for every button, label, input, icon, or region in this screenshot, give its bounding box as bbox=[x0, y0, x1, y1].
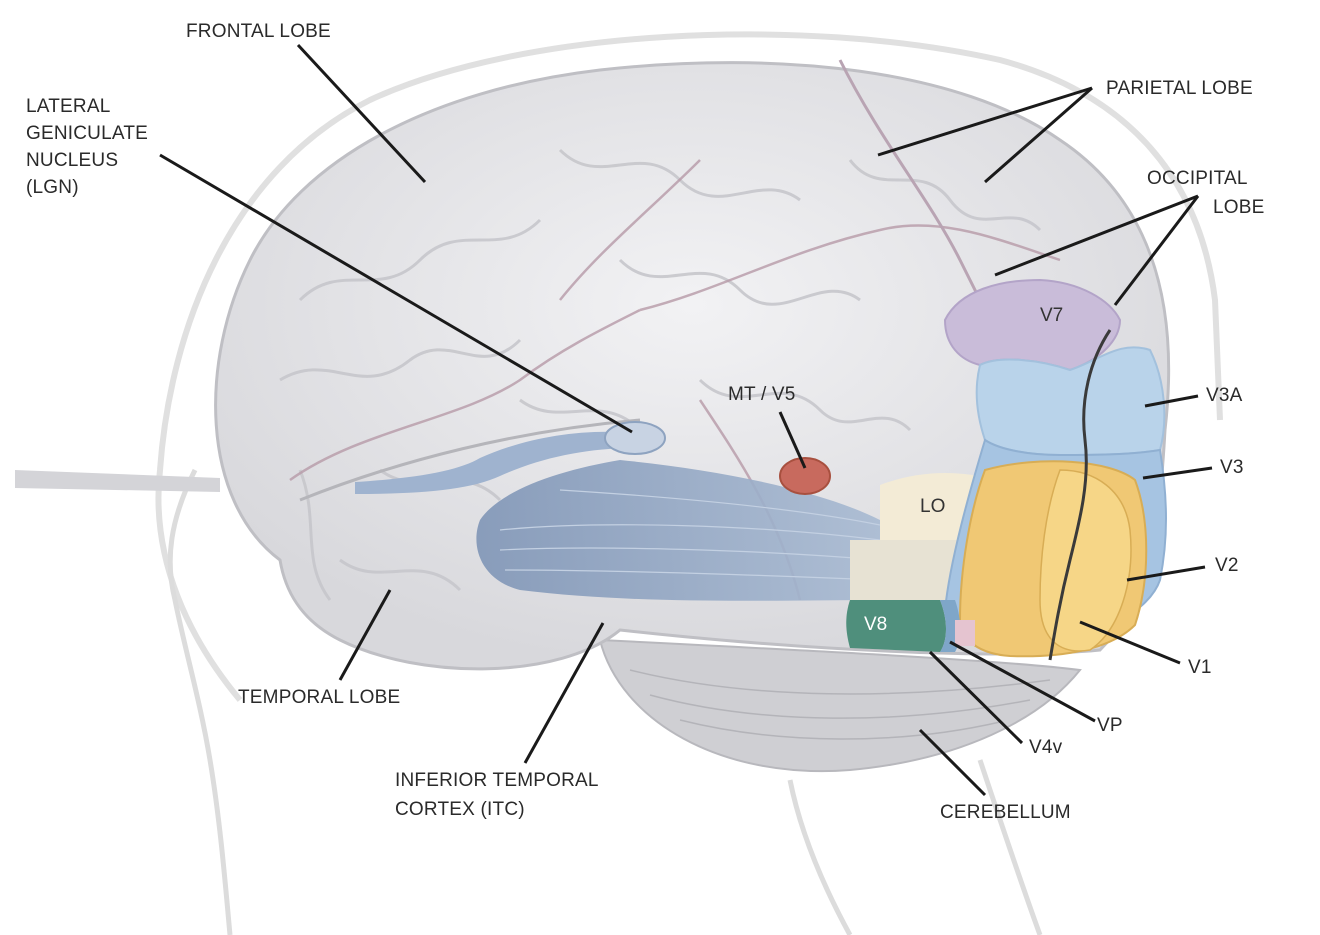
optic-radiation bbox=[476, 460, 880, 601]
leader-lines bbox=[159, 43, 1213, 797]
leader-lgn bbox=[159, 153, 633, 434]
label-itc-line1: INFERIOR TEMPORAL bbox=[395, 770, 599, 791]
leader-v3 bbox=[1142, 466, 1213, 480]
label-v7: V7 bbox=[1040, 305, 1063, 326]
label-vp: VP bbox=[1097, 715, 1123, 736]
leader-temporal bbox=[338, 589, 392, 681]
leader-v2 bbox=[1126, 565, 1206, 582]
face-profile bbox=[167, 468, 233, 935]
cerebellum-shape bbox=[598, 638, 1082, 773]
optic-nerve bbox=[15, 470, 220, 492]
leader-occipital-2 bbox=[1113, 195, 1200, 306]
label-mt-v5: MT / V5 bbox=[728, 384, 796, 405]
label-lgn-line4: (LGN) bbox=[26, 177, 79, 198]
leader-v4v bbox=[928, 650, 1024, 745]
leader-vp bbox=[949, 640, 1096, 723]
label-v3a: V3A bbox=[1206, 385, 1243, 406]
label-parietal-lobe: PARIETAL LOBE bbox=[1106, 78, 1253, 99]
label-v8: V8 bbox=[864, 614, 887, 635]
optic-tract bbox=[355, 431, 624, 494]
v7-area bbox=[943, 278, 1122, 372]
label-itc-line2: CORTEX (ITC) bbox=[395, 799, 525, 820]
optic-radiation-fibers bbox=[499, 489, 881, 581]
v1-area bbox=[1039, 469, 1132, 652]
label-occipital-line1: OCCIPITAL bbox=[1147, 168, 1248, 189]
leader-occipital-1 bbox=[994, 194, 1199, 277]
v8-area bbox=[846, 600, 946, 652]
leader-cerebellum bbox=[918, 728, 987, 797]
label-lgn-line1: LATERAL bbox=[26, 96, 110, 117]
mt-v5-area bbox=[779, 457, 831, 495]
head-outline bbox=[155, 31, 1223, 702]
label-v4v: V4v bbox=[1029, 737, 1063, 758]
label-temporal-lobe: TEMPORAL LOBE bbox=[238, 687, 400, 708]
label-cerebellum: CEREBELLUM bbox=[940, 802, 1071, 823]
lateral-sulcus bbox=[299, 418, 641, 502]
leader-v3a bbox=[1144, 394, 1199, 408]
calcarine-sulcus bbox=[1048, 329, 1112, 661]
label-v3: V3 bbox=[1220, 457, 1244, 478]
label-occipital-line2: LOBE bbox=[1213, 197, 1265, 218]
leader-v1 bbox=[1079, 620, 1181, 665]
label-lgn-line3: NUCLEUS bbox=[26, 150, 118, 171]
label-lo: LO bbox=[920, 496, 945, 517]
cerebellum-folia bbox=[629, 669, 1051, 740]
label-frontal-lobe: FRONTAL LOBE bbox=[186, 21, 331, 42]
label-lgn-line2: GENICULATE bbox=[26, 123, 148, 144]
leader-parietal-2 bbox=[984, 86, 1093, 184]
leader-itc bbox=[523, 622, 605, 764]
leader-mt-v5 bbox=[778, 411, 807, 469]
gyri-texture bbox=[279, 148, 1042, 601]
leader-frontal bbox=[296, 43, 427, 184]
vp-area bbox=[955, 620, 975, 646]
label-v2: V2 bbox=[1215, 555, 1239, 576]
label-v1: V1 bbox=[1188, 657, 1212, 678]
lgn-shape bbox=[604, 421, 666, 455]
leader-parietal-1 bbox=[877, 86, 1093, 157]
neck-outline bbox=[787, 759, 1043, 935]
